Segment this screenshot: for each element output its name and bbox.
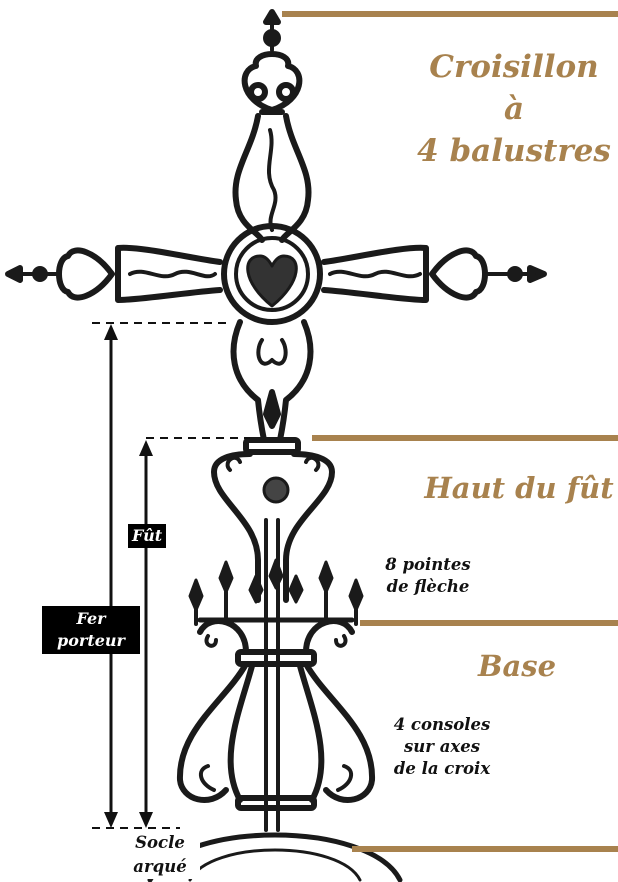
annotation-consoles: 4 consoles sur axes de la croix bbox=[384, 714, 500, 780]
fer-porteur-label: Fer porteur bbox=[42, 606, 140, 654]
title-croisillon-line3: 4 balustres bbox=[410, 130, 618, 172]
title-croisillon-line1: Croisillon bbox=[410, 46, 618, 88]
annotation-pointes-line1: 8 pointes bbox=[376, 554, 480, 576]
annotation-socle-line1: Socle bbox=[120, 831, 200, 855]
annotation-pointes-line2: de flèche bbox=[376, 576, 480, 598]
fut-label: Fût bbox=[128, 524, 166, 548]
title-haut-du-fut: Haut du fût bbox=[420, 470, 618, 506]
title-croisillon: Croisillon à 4 balustres bbox=[410, 46, 618, 172]
title-croisillon-line2: à bbox=[410, 88, 618, 130]
fer-porteur-label-line1: Fer bbox=[46, 608, 136, 630]
annotation-socle: Socle arqué bbox=[120, 831, 200, 879]
fut-dimension-arrow bbox=[139, 440, 153, 828]
annotation-consoles-line3: de la croix bbox=[384, 758, 500, 780]
fer-porteur-label-line2: porteur bbox=[46, 630, 136, 652]
annotation-consoles-line2: sur axes bbox=[384, 736, 500, 758]
annotation-consoles-line1: 4 consoles bbox=[384, 714, 500, 736]
title-base: Base bbox=[452, 648, 582, 684]
fer-porteur-dimension-arrow bbox=[104, 324, 118, 828]
annotation-socle-line2: arqué bbox=[120, 855, 200, 879]
annotation-pointes: 8 pointes de flèche bbox=[376, 554, 480, 598]
